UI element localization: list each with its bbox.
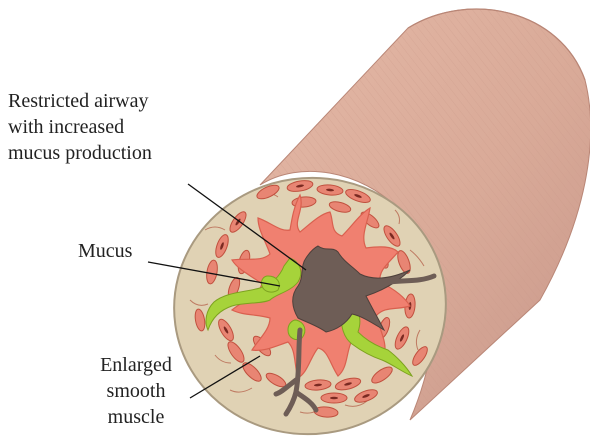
- label-restricted-airway-line-3: mucus production: [8, 140, 152, 166]
- label-enlarged-smooth-muscle: Enlarged smooth muscle: [76, 352, 196, 430]
- label-mucus: Mucus: [78, 238, 132, 264]
- label-mucus-text: Mucus: [78, 238, 132, 264]
- label-restricted-airway: Restricted airway with increased mucus p…: [8, 88, 152, 166]
- label-muscle-line-1: Enlarged: [76, 352, 196, 378]
- label-muscle-line-2: smooth: [76, 378, 196, 404]
- label-restricted-airway-line-2: with increased: [8, 114, 152, 140]
- label-muscle-line-3: muscle: [76, 404, 196, 430]
- label-restricted-airway-line-1: Restricted airway: [8, 88, 152, 114]
